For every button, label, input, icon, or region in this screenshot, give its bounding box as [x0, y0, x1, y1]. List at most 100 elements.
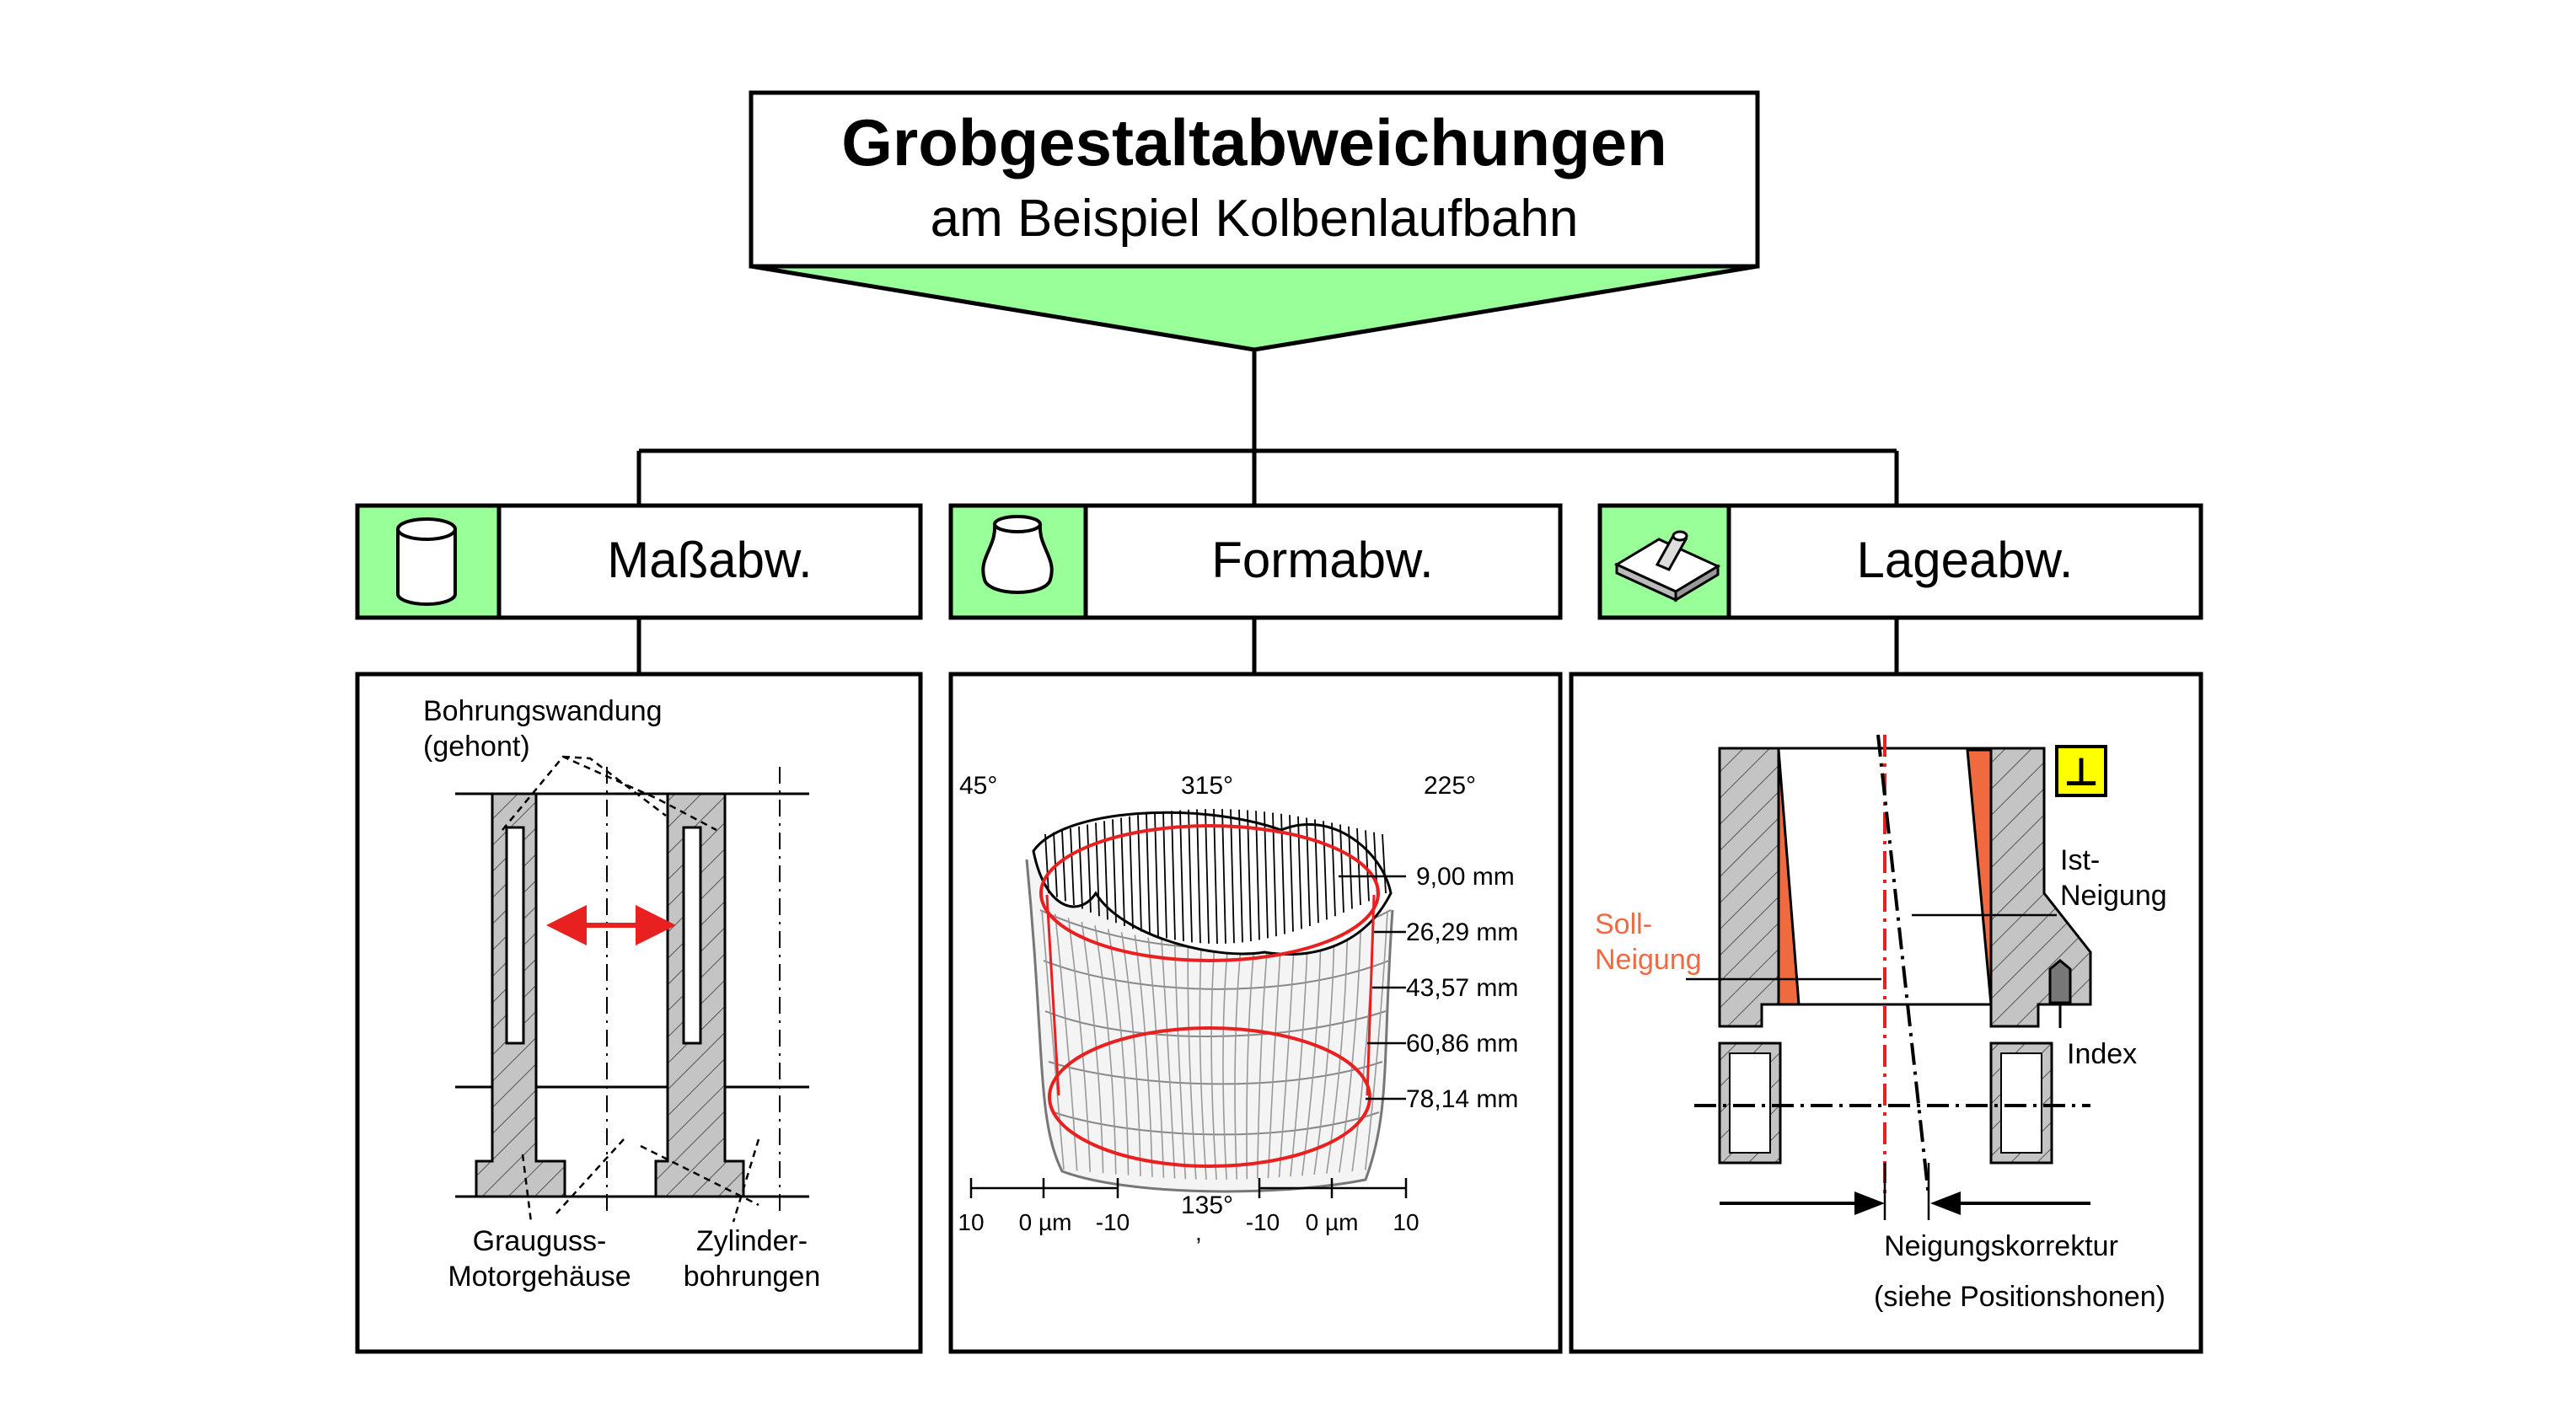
label-soll: Soll-: [1595, 908, 1652, 940]
mesh-line: [1210, 943, 1217, 1181]
label-grauguss: Grauguss-: [473, 1225, 607, 1257]
reference-side-right: [1366, 894, 1376, 1096]
rim-stripe: [1154, 812, 1159, 937]
mesh-line: [1134, 934, 1153, 1177]
title-sub: am Beispiel Kolbenlaufbahn: [931, 190, 1579, 248]
mesh-line: [1041, 909, 1065, 1170]
rim-stripe: [1356, 827, 1361, 906]
mesh-line: [1161, 940, 1176, 1179]
category-form-label-box: [1083, 503, 1563, 620]
scale-left-10: 10: [958, 1209, 984, 1235]
rim-stripe: [1196, 809, 1201, 944]
mass-centerlines: [606, 767, 781, 1213]
category-lage: Lageabw.: [1597, 503, 2203, 620]
rim-stripe: [1137, 815, 1142, 932]
mesh-line: [1199, 943, 1207, 1180]
mesh-line: [1278, 935, 1296, 1178]
scale-right-minus10: -10: [1246, 1209, 1280, 1235]
panel-mass: Bohrungswandung (gehont): [355, 672, 923, 1354]
rim-stripe: [1087, 824, 1092, 913]
angle-225: 225°: [1424, 772, 1476, 800]
panel-mass-frame: [355, 672, 923, 1354]
perpendicularity-badge: [2055, 745, 2107, 797]
label-zylinder: Zylinder-: [696, 1225, 808, 1257]
rim-stripe: [1382, 833, 1387, 894]
stray-mark: ,: [1195, 1219, 1202, 1245]
title-main: Grobgestaltabweichungen: [841, 105, 1666, 179]
angle-45: 45°: [959, 772, 997, 800]
mesh-line: [1267, 938, 1282, 1179]
lage-leaders: [1686, 913, 2057, 981]
label-ist: Ist-: [2060, 844, 2100, 876]
mass-leader-lines: [502, 755, 760, 1223]
label-bohrungswandung: Bohrungswandung: [423, 695, 663, 727]
rim-stripe: [1103, 821, 1108, 920]
rim-stripe: [1213, 808, 1218, 945]
mesh-line: [1081, 921, 1104, 1174]
reference-side-left: [1045, 894, 1060, 1096]
rim-stripe: [1061, 830, 1066, 902]
label-index: Index: [2067, 1038, 2137, 1070]
rim-stripe: [1171, 811, 1176, 940]
mesh-line: [1246, 941, 1256, 1180]
cylinder-icon: [396, 517, 457, 606]
panel-form: 45° 315° 225° 135°: [948, 672, 1563, 1354]
category-mass-label: Maßabw.: [607, 532, 812, 588]
title-box: Grobgestaltabweichungen am Beispiel Kolb…: [749, 90, 1760, 352]
mesh-line: [1187, 942, 1197, 1180]
rim-stripe: [1205, 809, 1210, 944]
angle-135: 135°: [1181, 1191, 1233, 1219]
category-lage-label: Lageabw.: [1857, 532, 2074, 588]
rim-stripe: [1230, 809, 1235, 944]
category-lage-label-box: [1726, 503, 2203, 620]
mesh-line: [1339, 919, 1362, 1173]
perpendicularity-icon: ⊥: [2063, 750, 2099, 794]
mesh-line: [1147, 937, 1165, 1178]
tilted-pin-icon: [1613, 530, 1721, 602]
rim-stripe: [1331, 822, 1336, 917]
lage-wall-right: [1966, 747, 2092, 1165]
rim-stripe: [1162, 811, 1167, 939]
depth-leaders: [1339, 875, 1406, 1100]
scale-right-0: 0 µm: [1306, 1209, 1359, 1235]
scale-bars: [969, 1178, 1408, 1198]
rim-stripe: [1188, 809, 1193, 943]
rim-stripe: [1070, 827, 1075, 906]
mesh-line: [1173, 941, 1187, 1180]
rim-stripe: [1247, 810, 1252, 942]
label-neigungskorrektur: Neigungskorrektur: [1884, 1230, 2118, 1262]
label-soll-neigung: Neigung: [1595, 944, 1702, 976]
title-frame: [749, 90, 1760, 269]
rim-stripe: [1348, 826, 1353, 909]
depth-label-2: 26,29 mm: [1406, 918, 1518, 946]
mesh-line: [1313, 926, 1335, 1175]
connector-lines: [636, 350, 1899, 674]
rim-stripe: [1272, 812, 1277, 937]
scale-right-10: 10: [1393, 1209, 1419, 1235]
rim-stripe: [1255, 811, 1260, 940]
panel-lage: ⊥ Ist- Neigung Soll- Neigung Index Neigu…: [1569, 672, 2203, 1354]
rim-stripe: [1238, 809, 1243, 943]
rim-stripe: [1264, 811, 1269, 939]
mesh-line: [1108, 929, 1130, 1175]
mesh-line: [1290, 933, 1309, 1177]
vase-icon: [981, 515, 1054, 594]
angle-315: 315°: [1181, 772, 1233, 800]
rim-stripe: [1146, 813, 1151, 934]
reference-ellipse-bottom: [1048, 1026, 1371, 1168]
rim-stripe: [1314, 819, 1319, 924]
rim-stripe: [1306, 817, 1311, 926]
rim-stripe: [1221, 809, 1226, 944]
rim-stripe: [1044, 833, 1049, 894]
mesh-line: [1094, 925, 1117, 1175]
depth-label-5: 78,14 mm: [1406, 1085, 1518, 1113]
reference-ellipse-top: [1039, 824, 1380, 962]
mesh-line: [1054, 913, 1078, 1171]
label-bohrungen: bohrungen: [684, 1261, 821, 1293]
mesh-line: [1256, 940, 1269, 1179]
label-positionshonen: (siehe Positionshonen): [1874, 1281, 2165, 1313]
mesh-line: [1222, 943, 1229, 1180]
rim-stripe: [1078, 826, 1083, 909]
cylinder-walls: [475, 792, 745, 1198]
